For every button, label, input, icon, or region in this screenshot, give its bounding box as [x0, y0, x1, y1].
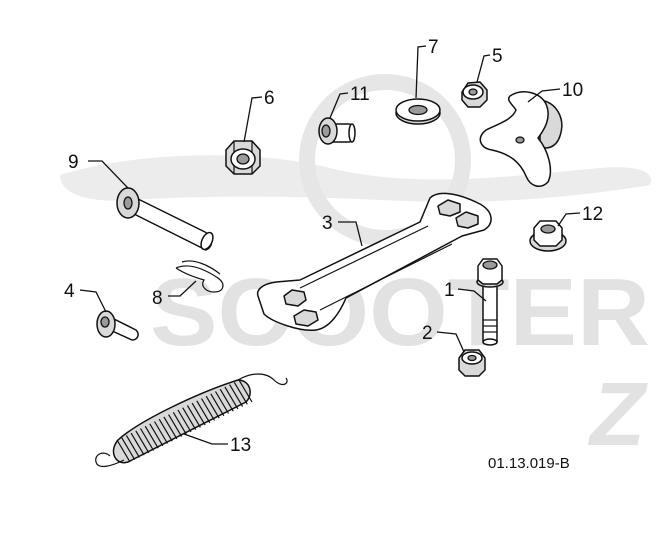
leader-4	[79, 289, 107, 313]
callout-2: 2	[422, 323, 433, 344]
leader-12	[557, 212, 581, 227]
part-6-locknut	[225, 140, 261, 175]
leader-13	[183, 433, 228, 445]
part-5-nut	[461, 81, 488, 108]
part-12-flange-nut	[529, 220, 567, 252]
part-10-knob	[479, 91, 563, 187]
leader-7	[415, 45, 427, 99]
part-4-small-bolt	[96, 310, 139, 341]
callout-10: 10	[562, 80, 583, 101]
leader-8	[168, 280, 197, 297]
leader-3	[338, 221, 363, 247]
callout-7: 7	[428, 37, 439, 58]
callout-12: 12	[582, 204, 603, 225]
part-1-long-bolt	[476, 258, 504, 346]
part-2-hex-nut	[458, 349, 486, 377]
leader-9	[88, 160, 129, 189]
callout-1: 1	[444, 280, 455, 301]
leader-1	[457, 288, 487, 302]
callout-9: 9	[68, 152, 79, 173]
leader-6	[243, 96, 263, 143]
leader-11	[329, 92, 349, 119]
callout-8: 8	[152, 288, 163, 309]
leader-2	[436, 331, 465, 353]
part-3-wrench-bar	[256, 192, 492, 331]
part-11-bolt	[318, 117, 356, 145]
part-7-washer	[395, 98, 441, 125]
part-8-hairpin-clip	[175, 260, 224, 293]
leader-10	[527, 88, 561, 103]
callout-3: 3	[322, 213, 333, 234]
watermark-brand: SCOOTER	[150, 259, 650, 366]
callout-6: 6	[264, 88, 275, 109]
callout-5: 5	[492, 46, 503, 67]
drawing-code: 01.13.019-B	[488, 455, 570, 472]
leader-lines	[79, 45, 581, 445]
callout-13: 13	[230, 435, 251, 456]
watermark: SCOOTER Z	[60, 74, 651, 465]
callout-4: 4	[64, 281, 75, 302]
callout-labels: 1 2 3 4 5 6 7 8 9 10 11 12 13	[64, 37, 603, 456]
part-9-pin	[116, 187, 214, 251]
callout-11: 11	[350, 84, 370, 105]
watermark-sub: Z	[587, 365, 648, 465]
leader-5	[476, 54, 491, 83]
part-13-extension-spring	[95, 373, 288, 468]
